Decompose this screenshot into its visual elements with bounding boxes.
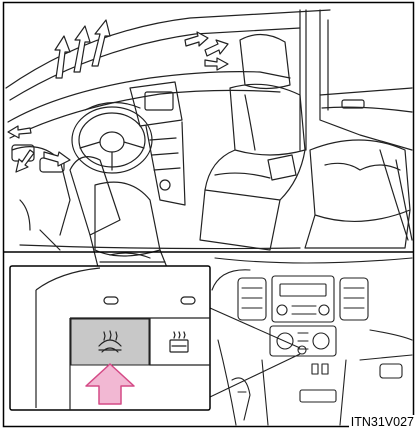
defogger-button-inset <box>10 266 210 410</box>
indicator-light-right <box>181 297 195 304</box>
windshield-defogger-button[interactable] <box>71 319 149 365</box>
figure-code: ITN31V027 <box>349 415 416 429</box>
indicator-light-left <box>104 297 118 304</box>
